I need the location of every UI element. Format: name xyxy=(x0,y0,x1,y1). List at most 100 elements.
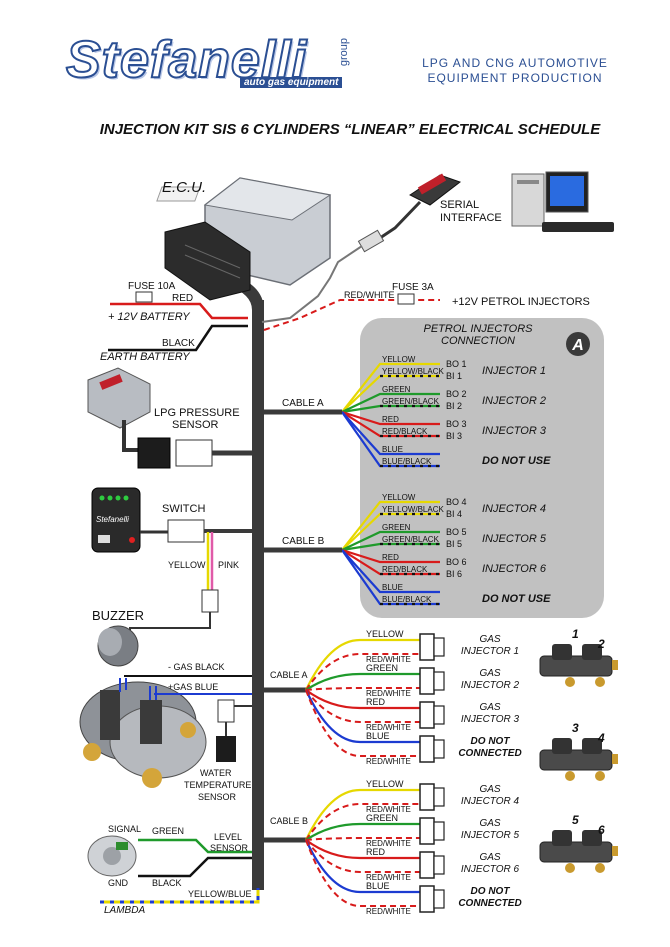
gas-a-label-line2-1: INJECTOR 1 xyxy=(461,646,519,657)
petrol-b-code-2-1: BO 5 xyxy=(446,527,467,537)
yellow-label: YELLOW xyxy=(168,560,206,570)
petrol-b-wire-label-3-1: RED xyxy=(382,553,399,562)
serial-interface-device xyxy=(261,173,462,323)
fuse-10a xyxy=(135,291,153,303)
petrol-12v-wire xyxy=(263,299,440,331)
water-sensor-connector xyxy=(217,699,235,723)
computer-icon xyxy=(511,171,614,232)
petrol-a-code-1-1: BO 1 xyxy=(446,359,467,369)
gas-b-label-line1-2: GAS xyxy=(479,818,500,829)
gas-b-signal-wire-1 xyxy=(305,788,420,841)
gas-b-connector-2 xyxy=(419,817,435,845)
water-label-2: TEMPERATURE xyxy=(184,780,251,790)
interface-label: INTERFACE xyxy=(440,212,502,224)
gas-a-signal-wire-1 xyxy=(305,638,420,691)
cable-a-label-2: CABLE A xyxy=(270,670,308,680)
company-description: LPG AND CNG AUTOMOTIVE EQUIPMENT PRODUCT… xyxy=(405,56,625,86)
level-black-wire xyxy=(138,856,252,878)
cable-a-label-1: CABLE A xyxy=(282,398,324,409)
fuse-3a-label: FUSE 3A xyxy=(392,282,434,293)
rail-number-3: 3 xyxy=(572,721,579,735)
gas-b-return-label-3: RED/WHITE xyxy=(366,873,411,882)
petrol-b-wire-label-2-2: GREEN/BLACK xyxy=(382,535,440,544)
lambda-label: LAMBDA xyxy=(104,905,145,916)
petrol-a-wire-label-3-2: RED/BLACK xyxy=(382,427,428,436)
gas-a-return-wire-3 xyxy=(305,689,420,723)
gas-b-wire-label-2: GREEN xyxy=(366,813,398,823)
panel-badge xyxy=(566,332,590,356)
petrol-a-wire-label-2-2: GREEN/BLACK xyxy=(382,397,440,406)
petrol-a-wire-label-1-1: YELLOW xyxy=(382,355,416,364)
petrol-a-wire-label-3-1: RED xyxy=(382,415,399,424)
gas-a-label-line2-4: CONNECTED xyxy=(458,748,521,759)
gas-a-label-line1-1: GAS xyxy=(479,634,500,645)
pink-label: PINK xyxy=(218,560,239,570)
level-green-wire xyxy=(138,838,252,854)
gas-b-connector-plug-4 xyxy=(433,889,445,909)
petrol-b-injector-label-2: INJECTOR 5 xyxy=(482,533,547,545)
petrol-a-injector-label-2: INJECTOR 2 xyxy=(482,395,546,407)
panel-title-1: PETROL INJECTORS xyxy=(423,323,533,335)
gas-a-connector-4 xyxy=(419,735,435,763)
petrol-12v-label: +12V PETROL INJECTORS xyxy=(452,296,590,308)
ecu-label: E.C.U. xyxy=(162,179,206,196)
petrol-b-wire-3-1 xyxy=(341,548,440,564)
petrol-b-wire-label-1-1: YELLOW xyxy=(382,493,416,502)
petrol-a-injector-label-3: INJECTOR 3 xyxy=(482,425,547,437)
lpg-pressure-sensor xyxy=(87,367,252,469)
petrol-a-code-2-2: BI 2 xyxy=(446,401,462,411)
petrol-a-wire-label-1-2: YELLOW/BLACK xyxy=(382,367,444,376)
gas-b-return-label-4: RED/WHITE xyxy=(366,907,411,916)
brand-tagline: auto gas equipment xyxy=(240,77,343,88)
water-label-1: WATER xyxy=(200,768,232,778)
petrol-a-code-1-2: BI 1 xyxy=(446,371,462,381)
gas-a-return-wire-4 xyxy=(305,689,420,757)
petrol-a-wire-2-1 xyxy=(341,392,440,413)
gas-b-label-line2-4: CONNECTED xyxy=(458,898,521,909)
company-line-1: LPG AND CNG AUTOMOTIVE xyxy=(422,56,608,70)
red-wire-label: RED xyxy=(172,293,193,304)
signal-label: SIGNAL xyxy=(108,824,141,834)
battery-positive-wire xyxy=(110,302,248,320)
gas-a-label-line1-3: GAS xyxy=(479,702,500,713)
gas-a-label-line1-2: GAS xyxy=(479,668,500,679)
gas-b-label-line1-3: GAS xyxy=(479,852,500,863)
petrol-b-wire-label-4-1: BLUE xyxy=(382,583,403,592)
level-black-label: BLACK xyxy=(152,878,182,888)
gas-b-label-line2-3: INJECTOR 6 xyxy=(461,864,520,875)
battery-label: + 12V BATTERY xyxy=(108,311,190,323)
petrol-b-injector-label-3: INJECTOR 6 xyxy=(482,563,547,575)
gas-a-wire-label-3: RED xyxy=(366,697,386,707)
injector-rail-2 xyxy=(539,738,618,781)
switch-logo: Stefanelli xyxy=(96,515,129,524)
petrol-b-code-3-2: BI 6 xyxy=(446,569,462,579)
ecu-unit xyxy=(156,177,332,301)
lpg-sensor-label-1: LPG PRESSURE xyxy=(154,407,240,419)
company-line-2: EQUIPMENT PRODUCTION xyxy=(427,71,603,85)
redwhite-wire-label: RED/WHITE xyxy=(344,290,395,300)
petrol-a-code-2-1: BO 2 xyxy=(446,389,467,399)
gas-a-return-label-3: RED/WHITE xyxy=(366,723,411,732)
gas-a-signal-wire-2 xyxy=(305,672,420,691)
gas-b-connector-1 xyxy=(419,783,435,811)
gas-b-return-wire-2 xyxy=(305,837,420,841)
petrol-a-wire-label-4-2: BLUE/BLACK xyxy=(382,457,432,466)
petrol-b-wire-label-4-2: BLUE/BLACK xyxy=(382,595,432,604)
gas-b-connector-4 xyxy=(419,885,435,913)
fuse-10a-label: FUSE 10A xyxy=(128,281,176,292)
gas-a-label-line1-4: DO NOT xyxy=(471,736,511,747)
gas-b-return-wire-3 xyxy=(305,839,420,873)
gas-a-return-wire-1 xyxy=(305,653,420,691)
gas-b-return-label-2: RED/WHITE xyxy=(366,839,411,848)
buzzer-device xyxy=(97,625,139,667)
gas-a-return-label-1: RED/WHITE xyxy=(366,655,411,664)
switch-device xyxy=(91,487,252,553)
gas-a-wire-label-1: YELLOW xyxy=(366,629,404,639)
petrol-b-wire-label-3-2: RED/BLACK xyxy=(382,565,428,574)
gas-a-label-line2-3: INJECTOR 3 xyxy=(461,714,520,725)
